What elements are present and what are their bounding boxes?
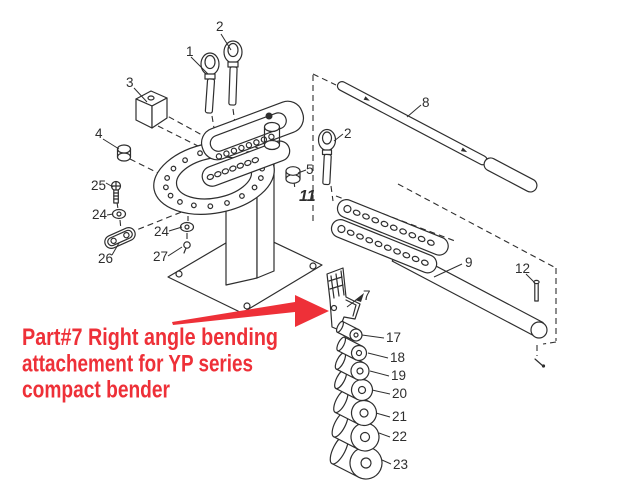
washer-part-24-left [111, 208, 127, 220]
part-label-19: 19 [391, 368, 406, 383]
eye-bolt-1 [200, 52, 220, 114]
plate-part-26 [104, 227, 136, 249]
button-part-4 [116, 144, 132, 162]
part-label-17: 17 [386, 330, 401, 345]
part-labels: 1 2 3 4 25 24 26 24 27 2 5 11 7 8 9 12 1… [91, 19, 530, 472]
part-label-9: 9 [465, 255, 473, 270]
screw-part-25 [110, 180, 122, 204]
part-label-8: 8 [422, 95, 430, 110]
annotation-line-1: Part#7 Right angle bending [22, 324, 278, 351]
part-label-1: 1 [186, 44, 194, 59]
roller-19 [334, 352, 370, 381]
arm-link-lower [330, 219, 438, 274]
leader-lines [102, 33, 536, 465]
part-label-2: 2 [216, 19, 224, 34]
arm-link-upper [336, 199, 449, 256]
eye-bolt-2 [223, 40, 243, 106]
knob-part-5 [285, 166, 301, 184]
bolt-part-27 [183, 241, 191, 254]
part-label-18: 18 [390, 350, 405, 365]
part-label-4: 4 [95, 126, 103, 141]
part-label-2-right: 2 [344, 126, 352, 141]
part-label-25: 25 [91, 178, 106, 193]
roller-dies-stack [329, 320, 383, 480]
pin-part-12 [533, 279, 540, 302]
annotation-arrow [172, 295, 329, 327]
part-label-27: 27 [153, 249, 168, 264]
annotation-line-2: attachement for YP series [22, 351, 253, 378]
part-label-26: 26 [98, 251, 113, 266]
roller-18 [336, 336, 368, 362]
right-angle-attachment-7 [326, 267, 361, 331]
part-label-20: 20 [392, 386, 407, 401]
small-pin [534, 358, 546, 368]
part-label-24-left: 24 [92, 207, 108, 222]
top-beam-bracket [200, 100, 305, 187]
part-label-12: 12 [515, 261, 530, 276]
part-label-24-right: 24 [154, 224, 170, 239]
part-label-3: 3 [126, 75, 134, 90]
part-label-22: 22 [392, 429, 407, 444]
annotation: Part#7 Right angle bending attachement f… [22, 295, 329, 404]
roller-17 [335, 320, 363, 342]
eye-bolt-2-right [317, 128, 337, 186]
part-label-23: 23 [393, 457, 408, 472]
part-label-5: 5 [306, 162, 314, 177]
block-part-3 [135, 90, 168, 129]
beam-pivot-screw [265, 112, 273, 120]
part-label-7: 7 [363, 288, 371, 303]
handle-rod-8 [336, 80, 538, 193]
part-label-11: 11 [299, 188, 316, 205]
washer-part-24-right [179, 221, 195, 233]
annotation-line-3: compact bender [22, 377, 170, 404]
rod-9-end [530, 321, 548, 339]
part-label-21: 21 [392, 409, 407, 424]
